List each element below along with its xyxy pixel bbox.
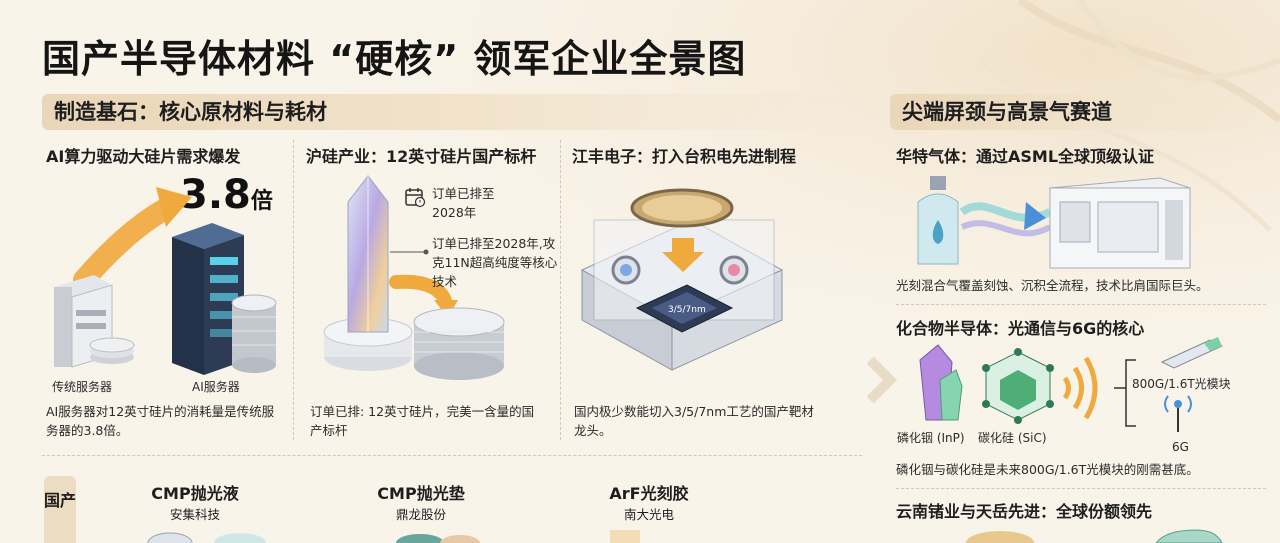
gas-litho-illustration	[917, 176, 1191, 269]
chip-label: 3/5/7nm	[668, 305, 706, 315]
lattice-icon	[982, 348, 1054, 424]
label-inp: 磷化铟 (InP)	[897, 431, 965, 445]
wafer-icon	[89, 337, 135, 364]
row-divider	[896, 304, 1266, 305]
card-desc-kfmic: 国内极少数能切入3/5/7nm工艺的国产靶材龙头。	[574, 404, 814, 438]
card-title-huate: 华特气体：通过ASML全球顶级认证	[896, 147, 1155, 166]
card-desc-nsig: 订单已排: 12英寸硅片，完美一含量的国产标杆	[310, 404, 535, 438]
callout-tech: 订单已排至2028年,攻克11N超高纯度等核心技术	[432, 236, 558, 289]
row-divider	[896, 488, 1266, 489]
card-title-yunnan-tianyue: 云南锗业与天岳先进：全球份额领先	[896, 502, 1153, 521]
column-divider	[560, 140, 561, 440]
row-divider	[42, 455, 862, 456]
label-6g: 6G	[1172, 440, 1189, 454]
bottom-item-illustrations	[147, 530, 640, 543]
item-name-cmp-slurry: CMP抛光液	[151, 484, 239, 503]
label-ai-server: AI服务器	[192, 380, 240, 394]
signal-waves-icon	[1062, 356, 1098, 420]
wafer-icon	[231, 294, 277, 373]
callout-order-date: 订单已排至2028年	[432, 186, 495, 220]
lithography-machine-icon	[1049, 177, 1191, 269]
item-company-dinglong: 鼎龙股份	[395, 507, 446, 522]
page-title: 国产半导体材料 “硬核” 领军企业全景图	[42, 37, 747, 81]
gas-cylinder-icon	[917, 176, 959, 265]
chamber-icon	[580, 188, 784, 371]
label-optical-module: 800G/1.6T光模块	[1132, 377, 1231, 391]
item-name-cmp-pad: CMP抛光垫	[377, 484, 465, 503]
column-divider	[293, 140, 294, 440]
card-title-kfmic: 江丰电子：打入台积电先进制程	[572, 147, 797, 166]
bottom-right-illustrations	[966, 529, 1223, 543]
silicon-ingot-illustration	[323, 175, 505, 380]
card-title-ai-demand: AI算力驱动大硅片需求爆发	[46, 147, 241, 166]
calendar-icon	[405, 188, 426, 208]
ai-server-illustration	[54, 187, 277, 375]
item-name-arf-resist: ArF光刻胶	[609, 484, 689, 503]
wafer-icon	[413, 307, 505, 380]
multiplier-value: 3.8倍	[180, 172, 273, 218]
section-header-manufacturing: 制造基石：核心原材料与耗材	[42, 94, 862, 130]
sputtering-chamber-illustration: 3/5/7nm	[580, 188, 784, 371]
card-desc-ai-demand: AI服务器对12英寸硅片的消耗量是传统服务器的3.8倍。	[46, 404, 275, 438]
optical-module-icon	[1160, 337, 1224, 369]
card-desc-compound: 磷化铟与碳化硅是未来800G/1.6T光模块的刚需甚底。	[896, 462, 1199, 477]
label-traditional-server: 传统服务器	[52, 380, 113, 394]
antenna-icon	[1164, 395, 1192, 432]
compound-semi-illustration	[919, 337, 1224, 432]
item-company-nata: 南大光电	[623, 507, 674, 522]
crystal-icon	[323, 175, 413, 371]
card-title-compound: 化合物半导体：光通信与6G的核心	[896, 319, 1145, 338]
growth-arrow-icon	[73, 187, 192, 291]
card-desc-huate: 光刻混合气覆盖刻蚀、沉积全流程，技术比肩国际巨头。	[896, 278, 1209, 293]
section-header-frontier: 尖端屏颈与高景气赛道	[890, 94, 1270, 130]
vertical-label-domestic: 国产	[44, 476, 76, 543]
item-company-anji: 安集科技	[169, 507, 220, 522]
gem-icon	[919, 344, 963, 421]
chip-icon	[635, 284, 734, 333]
label-sic: 碳化硅 (SiC)	[978, 431, 1047, 445]
card-title-nsig: 沪硅产业：12英寸硅片国产标杆	[306, 147, 537, 166]
